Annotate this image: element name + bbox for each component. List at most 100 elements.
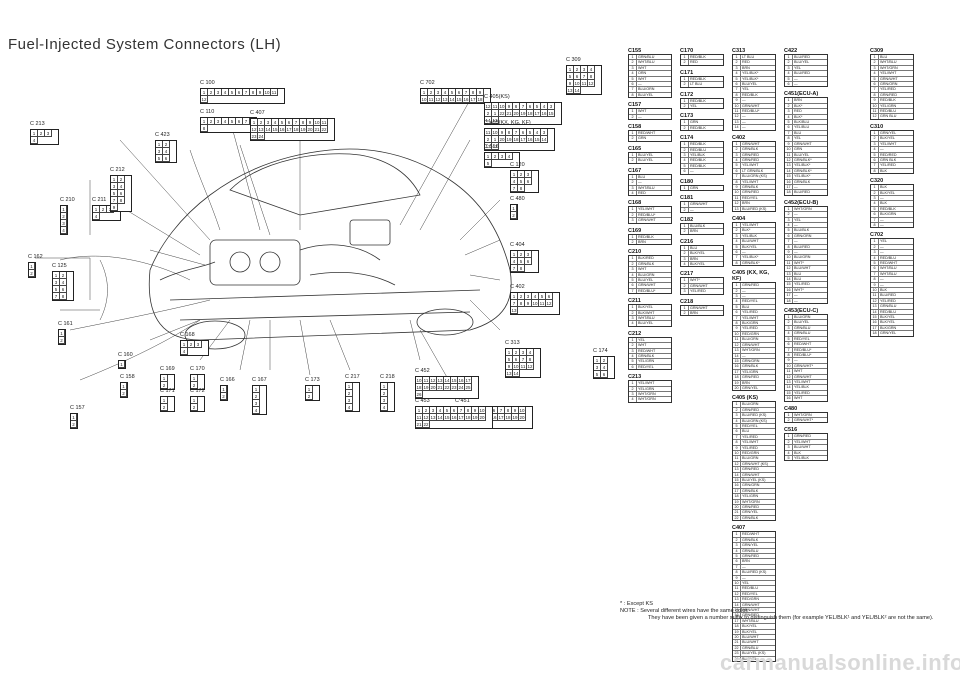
connector-pin: 7: [243, 118, 250, 125]
pin-number: 15: [871, 315, 879, 320]
connector-pin: 17: [465, 377, 472, 384]
wire-color: RED/YEL: [638, 364, 654, 369]
pin-number: 17: [871, 325, 879, 331]
wire-color: WHT: [794, 396, 803, 401]
connector-pin: 5: [444, 407, 451, 414]
connector-pin: 16: [491, 414, 498, 421]
pin-number: 8: [871, 222, 879, 228]
wire-color: WHT/GRN: [742, 348, 760, 353]
pin-number: 20: [733, 385, 741, 391]
pin-number: 1: [871, 239, 879, 244]
wire-color: WHT: [794, 369, 803, 374]
pin-number: 16: [785, 179, 793, 184]
connector-pin: 5: [229, 118, 236, 125]
connector-pin: 6: [491, 407, 498, 414]
connector-pin: 4: [588, 66, 595, 73]
connector-pin: 24: [458, 384, 465, 391]
pin-number: 8: [733, 321, 741, 326]
connector-pin: 5: [506, 356, 513, 363]
wire-color: GRN/BLU: [794, 325, 811, 330]
pin-number: 6: [733, 559, 741, 564]
connector-pin: 1: [381, 383, 388, 390]
wire-color: YEL/RED: [794, 282, 810, 287]
wire-color: RED/YEL: [794, 336, 810, 341]
connector-pin: 7: [513, 129, 520, 136]
wire-color: GRN/GRN: [742, 358, 760, 363]
wire-color: WHT/GRN: [742, 499, 760, 504]
connector-pin: 2: [258, 119, 265, 126]
pin-number: 2: [629, 114, 637, 120]
wire-color: BLU/WHT: [742, 239, 759, 244]
wire-color: —: [794, 82, 798, 87]
pin-number: 8: [733, 179, 741, 184]
wire-color: RED/BLU*: [638, 288, 656, 293]
pin-number: 22: [733, 645, 741, 651]
connector-pin: 11: [428, 96, 435, 103]
wire-color: YEL: [742, 580, 749, 585]
wire-color: BLU/RED: [794, 190, 810, 195]
wire-color: GRN/WHT (KS): [742, 461, 768, 466]
wire-color: BLU/RED (KS): [742, 206, 767, 211]
connector-pin: 19: [423, 384, 430, 391]
wire-color: YEL/RED: [880, 298, 896, 303]
pin-number: 10: [733, 331, 741, 337]
connector-label: C 309: [566, 57, 581, 63]
pin-number: 2: [871, 60, 879, 65]
wire-color: YEL/BLU: [794, 125, 810, 130]
pin-number: 4: [629, 71, 637, 76]
pin-number: 5: [871, 261, 879, 266]
connector-pin: 7: [511, 300, 518, 307]
wire-color: RED/BLK: [690, 76, 706, 81]
connector-pin: 19: [520, 110, 527, 117]
wire-color: BLU/YEL (KS): [742, 651, 766, 656]
pin-number: 6: [733, 82, 741, 87]
wire-color: BLU/YEL: [794, 60, 810, 65]
wire-color: BLU: [794, 130, 802, 135]
pin-number: 7: [785, 239, 793, 244]
wire-table-row: 6—: [733, 250, 775, 256]
wire-color: —: [880, 277, 884, 282]
connector-pin: 2: [485, 136, 492, 143]
wire-color: RED: [690, 60, 698, 65]
pin-number: 2: [681, 310, 689, 316]
connector-pin: 11: [271, 89, 278, 96]
connector-pin: 10: [492, 129, 499, 136]
pin-number: 2: [629, 212, 637, 218]
wire-color: YEL: [638, 337, 645, 342]
pin-number: 11: [785, 369, 793, 374]
connector-pin: 13: [506, 370, 513, 377]
wire-color: WHT: [638, 267, 647, 272]
pin-number: 2: [733, 288, 741, 294]
connector-pin: 12: [201, 96, 208, 103]
wire-color: RED/BLU*: [638, 212, 656, 217]
wire-table-row: 2—: [681, 207, 723, 212]
connector-pin: 5: [567, 73, 574, 80]
wire-color: YEL: [742, 87, 749, 92]
pin-number: 12: [785, 374, 793, 379]
